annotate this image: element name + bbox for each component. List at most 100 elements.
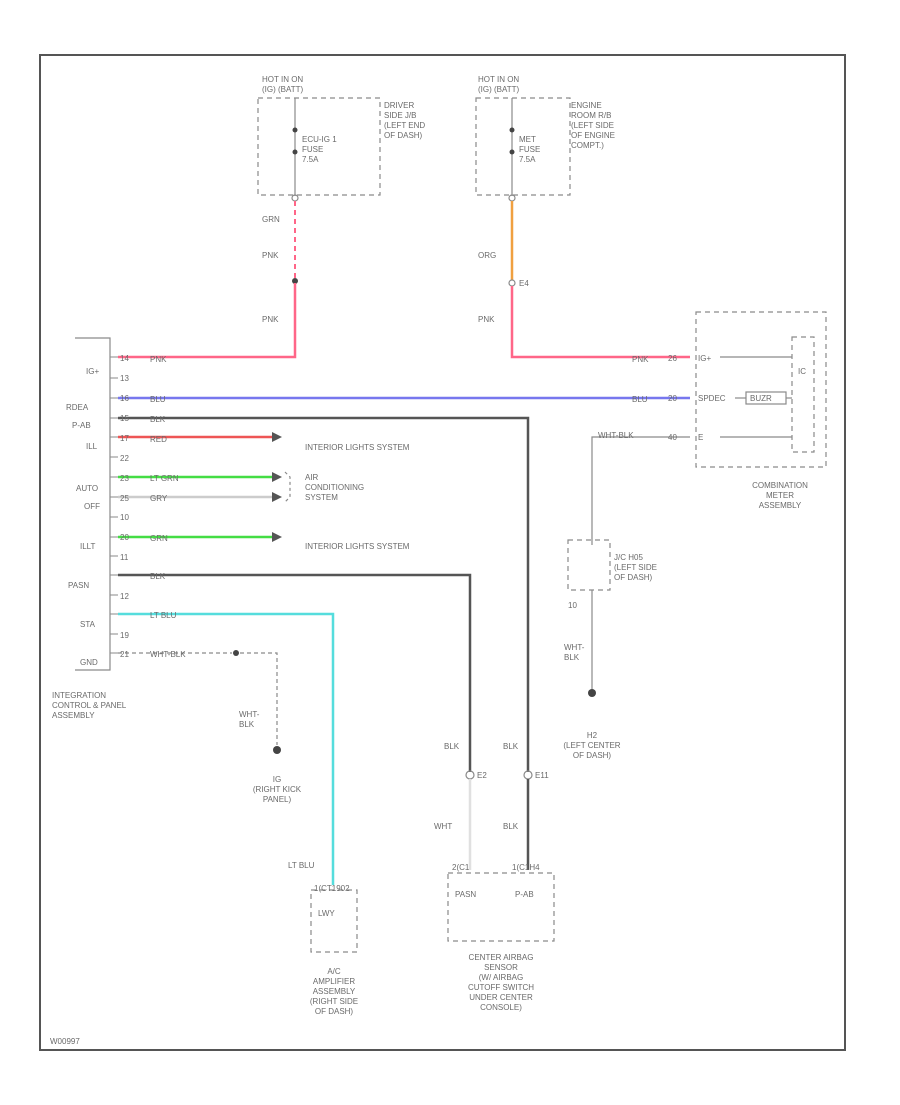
fuse-right-box xyxy=(475,97,571,196)
pin-num-3: 15 xyxy=(120,414,129,423)
airbag-pins-top-right: 1(C1H4 xyxy=(512,863,540,872)
wire-ig-right xyxy=(510,286,690,359)
meter-buzr-label: BUZR xyxy=(750,394,772,403)
fuse-right-terminal-top xyxy=(509,127,515,133)
wire-lt-blu xyxy=(118,612,335,885)
airbag-pins-top-left: 2(C1 xyxy=(452,863,470,872)
label-auto-ltgrn: LT GRN xyxy=(150,474,179,483)
label-pasn-blk: BLK xyxy=(150,572,166,581)
controller-pin-2: RDEA xyxy=(66,403,89,412)
splice-gnd xyxy=(233,650,239,656)
wire-blk-pab xyxy=(118,416,530,772)
wire-gnd-down xyxy=(240,652,278,745)
label-blk-right-bottom: BLK xyxy=(503,822,519,831)
label-blk-right-top: BLK xyxy=(503,742,519,751)
junction-right xyxy=(508,279,516,287)
airbag-box xyxy=(447,872,555,942)
pin-num-11: 19 xyxy=(120,631,129,640)
ac-bracket xyxy=(284,471,291,503)
label-meter-blu: BLU xyxy=(632,395,648,404)
conn-pab xyxy=(523,770,533,780)
footer-code: W00997 xyxy=(50,1037,80,1046)
controller-pin-4: ILL xyxy=(86,442,98,451)
meter-pin-e: E xyxy=(698,433,703,442)
label-right-pnk: PNK xyxy=(478,315,495,324)
meter-conn-pin-1: 26 xyxy=(668,354,677,363)
label-right-junction: E4 xyxy=(519,279,529,288)
conn-pasn xyxy=(465,770,475,780)
label-ground-right-whtblk: WHT-BLK xyxy=(564,643,585,662)
meter-ecu-label: IC xyxy=(798,367,806,376)
pin-num-8: 10 xyxy=(120,513,129,522)
label-ilt-grn: GRN xyxy=(150,534,168,543)
fuse-left-terminal-top xyxy=(292,127,298,133)
airbag-pin-left: PASN xyxy=(455,890,476,899)
label-meter-whtblk: WHT-BLK xyxy=(598,431,634,440)
fuse-left-terminal-bottom xyxy=(292,149,298,155)
fuse-right-supply: HOT IN ON(IG) (BATT) xyxy=(478,75,520,94)
amplifier-box xyxy=(310,889,358,953)
label-off-gry: GRY xyxy=(150,494,168,503)
conn-e11: E11 xyxy=(535,771,549,780)
meter-pin-spdec: SPDEC xyxy=(698,394,726,403)
meter-conn-pin-3: 40 xyxy=(668,433,677,442)
wire-meter-gnd xyxy=(591,436,690,545)
system-interior-lights-1: INTERIOR LIGHTS SYSTEM xyxy=(305,443,410,452)
label-ig-pnk: PNK xyxy=(150,355,167,364)
ground-h2 xyxy=(588,689,596,697)
controller-pin-3: P-AB xyxy=(72,421,91,430)
conn-e2: E2 xyxy=(477,771,487,780)
label-left-pnk: PNK xyxy=(262,251,279,260)
label-meter-pnk: PNK xyxy=(632,355,649,364)
pin-num-12: 20 xyxy=(120,533,129,542)
meter-conn-pin-2: 20 xyxy=(668,394,677,403)
controller-pin-12: STA xyxy=(80,620,96,629)
jc-box xyxy=(567,539,611,591)
pin-num-6: 23 xyxy=(120,474,129,483)
controller-pin-14: GND xyxy=(80,658,98,667)
arrow-red xyxy=(272,432,282,442)
pin-num-5: 22 xyxy=(120,454,129,463)
jc-pin: 10 xyxy=(568,601,577,610)
fuse-right-terminal-bottom xyxy=(509,149,515,155)
label-ltblu-bottom: LT BLU xyxy=(288,861,315,870)
pin-num-10: 12 xyxy=(120,592,129,601)
pin-num-9: 11 xyxy=(120,553,129,562)
controller-pin-6: AUTO xyxy=(76,484,98,493)
label-sens-blu: BLU xyxy=(150,395,166,404)
pin-num-4: 17 xyxy=(120,434,129,443)
label-ill-red: RED xyxy=(150,435,167,444)
label-left-grn: GRN xyxy=(262,215,280,224)
splice-left xyxy=(292,278,298,284)
controller-pin-0: IG+ xyxy=(86,367,99,376)
wire-blk-pasn xyxy=(118,573,472,772)
label-ill-blk: BLK xyxy=(150,415,166,424)
controller-pin-10: PASN xyxy=(68,581,89,590)
meter-pin-ig: IG+ xyxy=(698,354,711,363)
airbag-pin-right: P-AB xyxy=(515,890,534,899)
label-str-ltblu: LT BLU xyxy=(150,611,177,620)
system-interior-lights-2: INTERIOR LIGHTS SYSTEM xyxy=(305,542,410,551)
arrow-gry xyxy=(272,492,282,502)
controller-box xyxy=(75,337,111,671)
arrow-ltgrn xyxy=(272,472,282,482)
pin-num-13: 21 xyxy=(120,650,129,659)
fuse-left-supply: HOT IN ON(IG) (BATT) xyxy=(262,75,304,94)
label-gnd-whtblk: WHT-BLK xyxy=(150,650,186,659)
meter-box xyxy=(695,311,827,468)
amplifier-pin-top: 1(CT1902 xyxy=(314,884,350,893)
arrow-grn xyxy=(272,532,282,542)
ground-ig xyxy=(273,746,281,754)
fuse-left-box xyxy=(257,97,381,196)
controller-pin-ticks xyxy=(110,356,118,654)
pin-num-0: 14 xyxy=(120,354,129,363)
amplifier-pin-label: LWY xyxy=(318,909,335,918)
